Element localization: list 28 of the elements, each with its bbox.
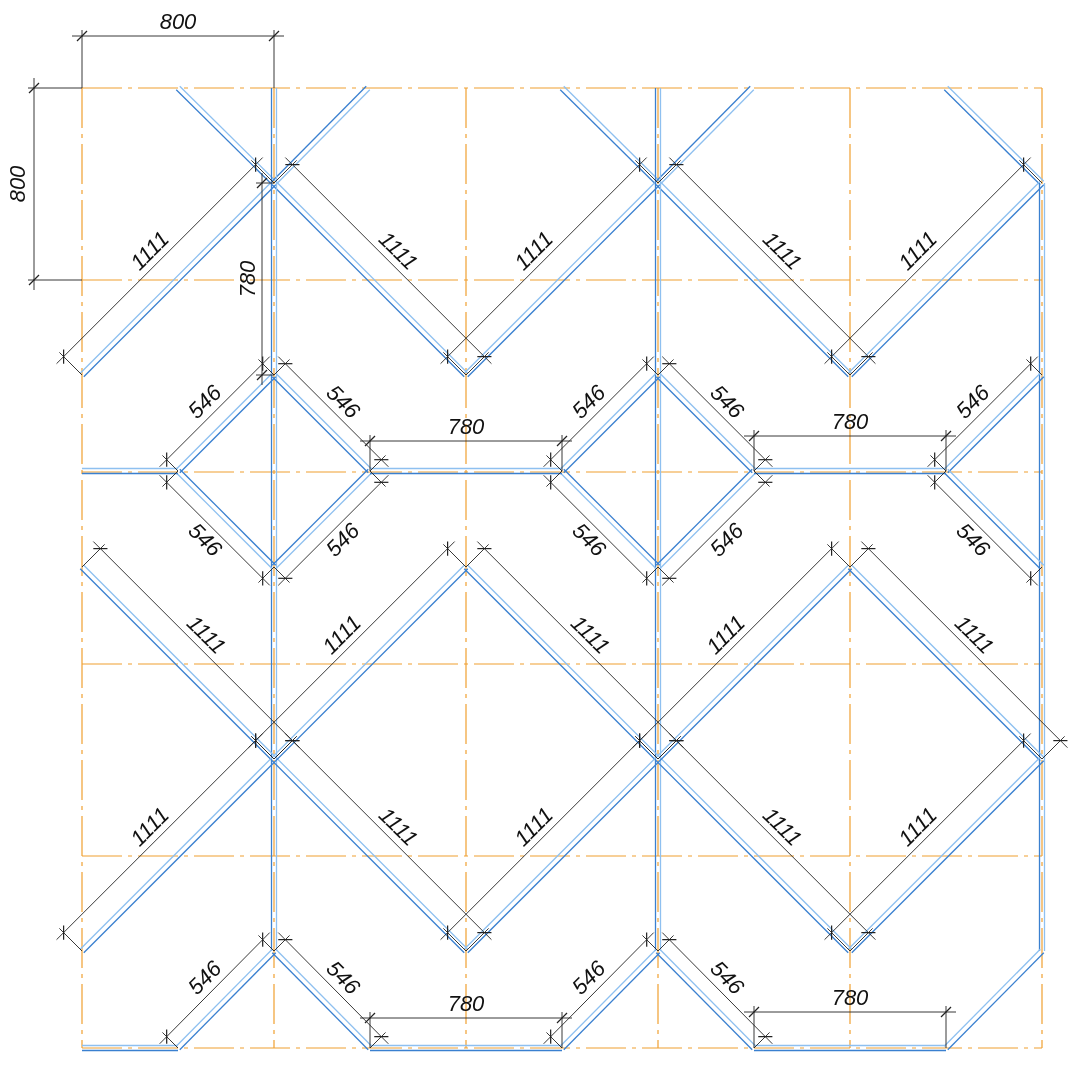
dimension-value: 546 [706, 519, 748, 561]
dimension-value: 1111 [182, 611, 230, 659]
dimension-value: 546 [184, 381, 226, 423]
dimension-value: 546 [706, 381, 748, 423]
dimension-value: 780 [447, 416, 485, 438]
dimension-value: 546 [184, 957, 226, 1000]
dimension-value: 1111 [566, 611, 614, 659]
dimension-value: 1111 [758, 803, 806, 851]
dimension-value: 780 [447, 993, 485, 1015]
dimension-value: 546 [322, 519, 364, 561]
dimension-value: 1111 [374, 803, 422, 851]
dimension-value: 1111 [950, 611, 998, 659]
dimension-value: 546 [568, 381, 610, 423]
dimension-value: 800 [7, 165, 29, 203]
dimension-value: 780 [237, 260, 259, 298]
dimension-value: 546 [322, 957, 364, 1000]
dimension-value: 546 [568, 519, 610, 561]
dimension-value: 546 [322, 381, 364, 423]
dimension-value: 780 [831, 411, 869, 433]
dimension-value: 1111 [758, 227, 806, 275]
dimension-value: 546 [568, 957, 610, 1000]
dimension-value: 780 [831, 987, 869, 1009]
dimension-value: 546 [952, 381, 994, 423]
dimension-value: 1111 [374, 227, 422, 275]
dimension-value: 546 [706, 957, 748, 1000]
dimension-value: 546 [952, 519, 994, 561]
dimension-value: 800 [159, 11, 197, 33]
dimension-value: 546 [184, 519, 226, 561]
